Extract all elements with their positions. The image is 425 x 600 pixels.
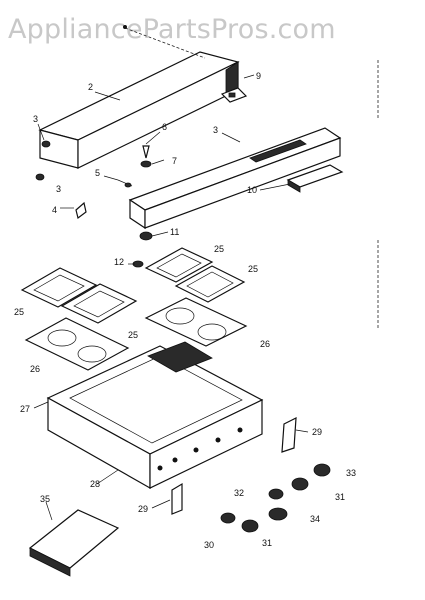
callout-label: 29 — [312, 427, 322, 437]
assembly-line — [124, 27, 206, 59]
callout-label: 28 — [90, 479, 100, 489]
callout-label: 32 — [234, 488, 244, 498]
callout-label: 4 — [52, 205, 57, 215]
callout-label: 10 — [247, 185, 257, 195]
burner-bowl-part — [24, 297, 248, 371]
callout-label: 31 — [262, 538, 272, 548]
callout-label: 26 — [30, 364, 40, 374]
control-panel-part — [128, 127, 342, 230]
callout-labels: 2 3 3 3 4 5 6 7 9 10 11 12 25 25 25 25 2… — [14, 71, 356, 550]
callout-label: 9 — [256, 71, 261, 81]
callout-label: 25 — [14, 307, 24, 317]
callout-label: 34 — [310, 514, 320, 524]
callout-label: 7 — [172, 156, 177, 166]
callout-label: 35 — [40, 494, 50, 504]
watermark: AppliancePartsPros.com — [8, 14, 336, 45]
callout-label: 31 — [335, 492, 345, 502]
callout-label: 25 — [128, 330, 138, 340]
callout-label: 25 — [248, 264, 258, 274]
callout-label: 30 — [204, 540, 214, 550]
callout-label: 29 — [138, 504, 148, 514]
trim-piece-part — [286, 164, 344, 193]
side-bracket-part — [171, 416, 297, 515]
callout-label: 3 — [56, 184, 61, 194]
callout-label: 6 — [162, 122, 167, 132]
tray-part — [28, 509, 120, 577]
callout-label: 26 — [260, 339, 270, 349]
callout-label: 3 — [33, 114, 38, 124]
callout-label: 3 — [213, 125, 218, 135]
callout-label: 2 — [88, 82, 93, 92]
bracket-part — [220, 87, 248, 103]
callout-label: 25 — [214, 244, 224, 254]
leader-lines — [33, 74, 309, 521]
screw-icon — [123, 25, 127, 29]
cooktop-frame-part — [46, 341, 264, 490]
callout-label: 11 — [170, 227, 179, 237]
callout-label: 12 — [114, 257, 124, 267]
callout-label: 5 — [95, 168, 100, 178]
callout-label: 33 — [346, 468, 356, 478]
backguard-part — [38, 51, 240, 169]
callout-label: 27 — [20, 404, 30, 414]
burner-grate-part — [20, 247, 246, 324]
control-knob-icon — [220, 463, 331, 533]
